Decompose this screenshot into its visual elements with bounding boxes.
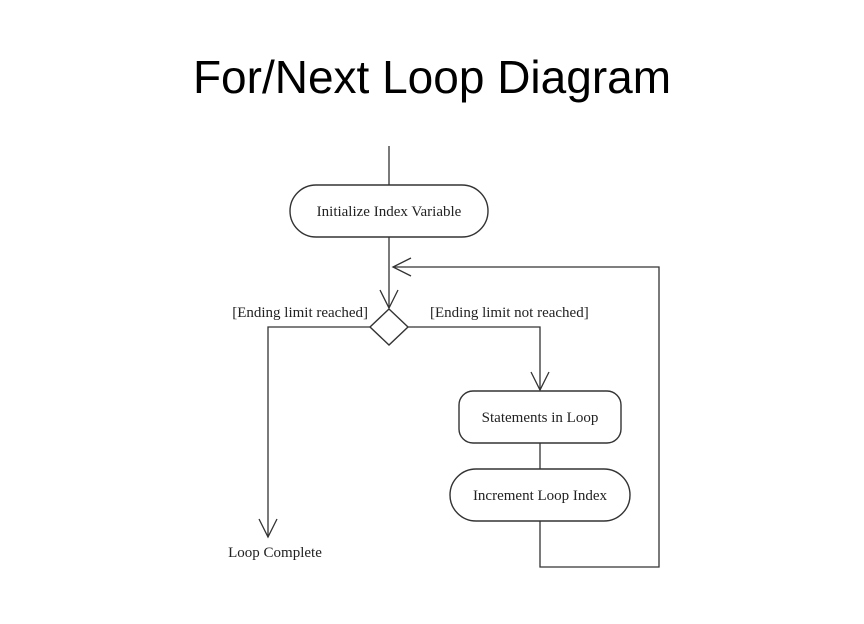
statements-node: Statements in Loop — [458, 390, 622, 444]
exit-arrowhead — [258, 518, 278, 539]
increment-node: Increment Loop Index — [449, 468, 631, 522]
loop-entry-flow-line — [408, 326, 541, 390]
exit-flow-line — [267, 326, 370, 537]
loop-back-arrowhead — [391, 257, 412, 277]
loop-entry-arrowhead — [530, 371, 550, 392]
page-title: For/Next Loop Diagram — [192, 51, 672, 103]
guard-limit-reached: [Ending limit reached] — [232, 305, 368, 321]
init-to-decision-arrowhead — [379, 289, 399, 310]
loop-complete-label: Loop Complete — [228, 545, 322, 561]
statements-label: Statements in Loop — [482, 410, 599, 426]
decision-diamond — [368, 308, 410, 346]
loop-back-flow-line — [393, 266, 660, 568]
initialize-label: Initialize Index Variable — [317, 204, 462, 220]
initialize-node: Initialize Index Variable — [289, 184, 489, 238]
guard-limit-not-reached: [Ending limit not reached] — [430, 305, 589, 321]
increment-label: Increment Loop Index — [473, 488, 608, 504]
